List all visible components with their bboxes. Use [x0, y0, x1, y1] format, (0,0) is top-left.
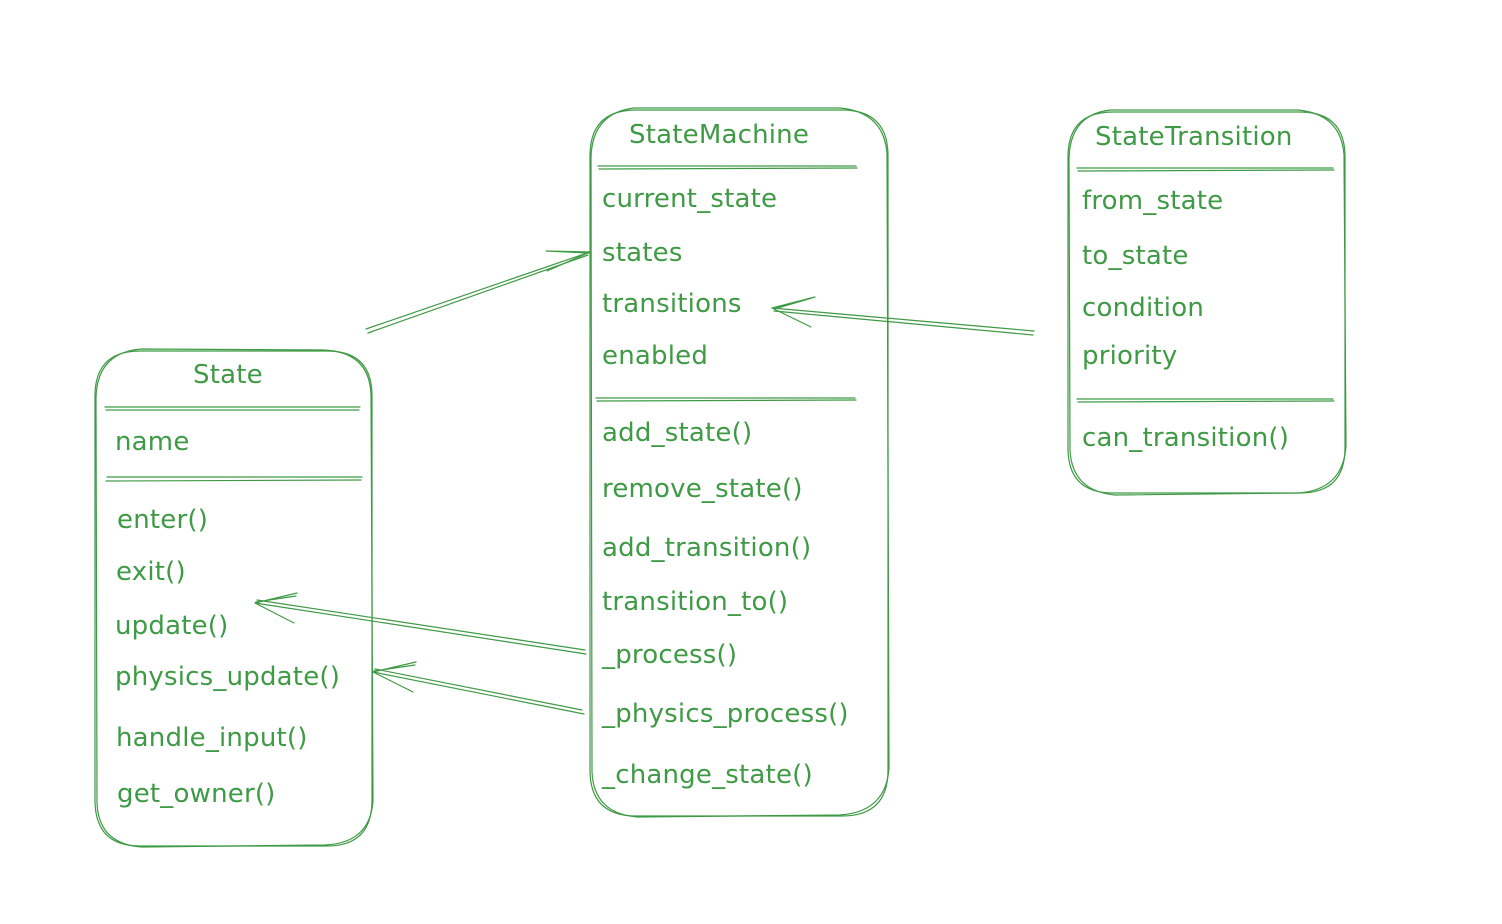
state-machine-section-divider: [595, 397, 857, 402]
state-method-physics-update: physics_update(): [115, 662, 341, 692]
state-method-exit: exit(): [116, 557, 186, 587]
state-title-divider: [104, 406, 361, 411]
state-machine-attribute-enabled: enabled: [602, 341, 709, 371]
state-machine-method-add-state: add_state(): [602, 418, 753, 448]
state-method-enter: enter(): [117, 505, 209, 535]
state-machine-method-remove-state: remove_state(): [602, 474, 803, 504]
state-attribute-name: name: [115, 427, 190, 457]
arrow-process-to-update[interactable]: [254, 592, 587, 655]
state-method-update: update(): [115, 611, 229, 641]
arrow-physics-process-to-physics-update[interactable]: [372, 661, 585, 715]
state-machine-title-divider: [597, 165, 858, 170]
state-transition-class-title: StateTransition: [1095, 122, 1293, 152]
state-method-get-owner: get_owner(): [117, 779, 276, 809]
state-transition-section-divider: [1076, 398, 1335, 403]
state-machine-method-change-state: _change_state(): [602, 760, 813, 790]
state-transition-attribute-to-state: to_state: [1082, 241, 1189, 271]
state-machine-method-transition-to: transition_to(): [602, 587, 789, 617]
state-transition-attribute-from-state: from_state: [1082, 186, 1224, 216]
state-machine-method-add-transition: add_transition(): [602, 533, 812, 563]
state-transition-attribute-priority: priority: [1082, 341, 1178, 371]
state-transition-method-can-transition: can_transition(): [1082, 423, 1290, 453]
state-machine-class-box[interactable]: [589, 107, 890, 818]
state-machine-class-title: StateMachine: [629, 120, 810, 150]
state-transition-title-divider: [1076, 167, 1335, 172]
state-class-box[interactable]: [94, 348, 374, 848]
state-transition-class-box[interactable]: [1067, 109, 1347, 496]
state-transition-attribute-condition: condition: [1082, 293, 1205, 323]
state-method-handle-input: handle_input(): [116, 723, 308, 753]
state-machine-attribute-current-state: current_state: [602, 184, 778, 214]
state-machine-attribute-states: states: [602, 238, 683, 268]
state-machine-method-process: _process(): [602, 640, 738, 670]
arrow-state-transition-to-transitions[interactable]: [771, 296, 1035, 336]
state-section-divider: [105, 476, 363, 482]
state-machine-attribute-transitions: transitions: [602, 289, 742, 319]
state-class-title: State: [193, 360, 263, 390]
arrow-state-to-states[interactable]: [365, 250, 591, 334]
state-machine-method-physics-process: _physics_process(): [602, 699, 849, 729]
